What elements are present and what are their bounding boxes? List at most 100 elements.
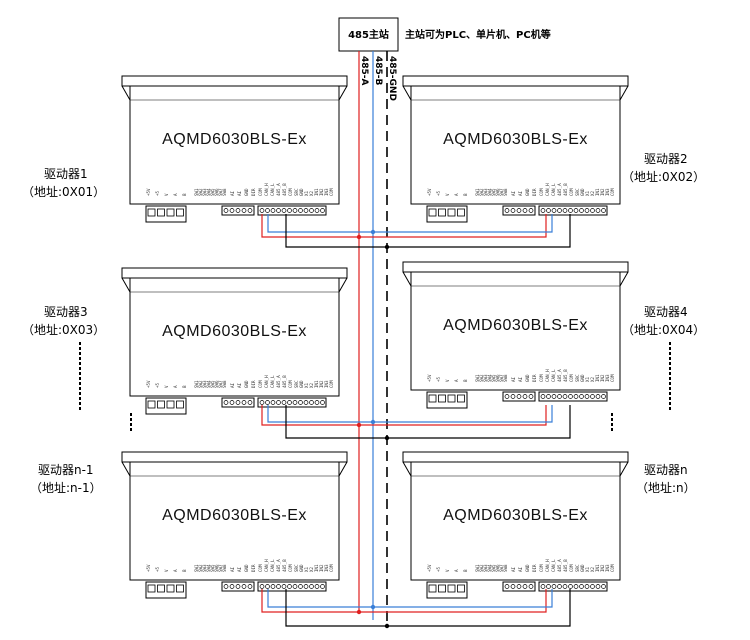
pin-label: SW3 xyxy=(202,564,207,572)
ellipsis-dot xyxy=(79,402,81,405)
ellipsis-dot xyxy=(79,347,81,350)
ellipsis-dot xyxy=(669,357,671,360)
ellipsis-dot xyxy=(130,418,132,421)
ellipsis-dot xyxy=(79,407,81,410)
pin-label: B xyxy=(463,569,468,572)
pin-label: 485_A xyxy=(557,369,562,382)
pin-label: SW7 xyxy=(499,564,504,572)
pin-label: SW6 xyxy=(214,188,219,196)
ellipsis-dot xyxy=(79,372,81,375)
pin-label: SW1 xyxy=(194,188,199,196)
pin-label: DIR xyxy=(251,188,256,196)
pin-label: X2 xyxy=(309,566,314,572)
pin-label: DIR xyxy=(251,564,256,572)
pin-label: SW3 xyxy=(483,564,488,572)
pin-label: 485_B xyxy=(282,559,287,572)
pin-label: A xyxy=(173,385,178,388)
pin-label: CAN_L xyxy=(270,375,275,388)
pin-label: +5V xyxy=(146,380,151,388)
power-connector xyxy=(426,581,468,599)
pin-label: V xyxy=(445,193,450,196)
ellipsis-dot xyxy=(669,372,671,375)
pin-label: GND xyxy=(580,188,585,196)
pin-label: IN1 xyxy=(314,188,319,196)
ellipsis-dot xyxy=(79,377,81,380)
pin-label: COM xyxy=(258,564,263,572)
pin-label: SRC xyxy=(294,380,299,388)
pin-label: DIR xyxy=(251,380,256,388)
pin-label: SW5 xyxy=(210,380,215,388)
comm-connector xyxy=(257,205,327,216)
pin-label: AI xyxy=(511,190,516,196)
driver-3-addr: （地址:0X03） xyxy=(22,323,105,337)
pin-label: SW7 xyxy=(499,188,504,196)
pin-label: SW7 xyxy=(218,380,223,388)
signal-connector xyxy=(502,581,536,592)
ellipsis-dot xyxy=(611,423,613,426)
pin-label: IN2 xyxy=(600,564,605,572)
pin-label: A xyxy=(454,193,459,196)
pin-label: COM xyxy=(329,188,334,196)
pin-label: 485_B xyxy=(563,369,568,382)
driver-top-plate xyxy=(402,451,629,463)
pin-label: GND xyxy=(299,188,304,196)
ellipsis-dot xyxy=(669,347,671,350)
pin-label: CAN_L xyxy=(551,559,556,572)
ellipsis-dot xyxy=(669,382,671,385)
pin-label: +5 xyxy=(155,566,160,572)
pin-label: X1 xyxy=(304,566,309,572)
pin-label: COM xyxy=(258,188,263,196)
comm-connector xyxy=(538,391,608,402)
pin-label: DIR xyxy=(532,564,537,572)
pin-label: GND xyxy=(580,564,585,572)
pin-label: V xyxy=(445,569,450,572)
pin-label: SW8 xyxy=(503,188,508,196)
driver-n-name: 驱动器n xyxy=(644,463,688,477)
ellipsis-dot xyxy=(79,367,81,370)
ellipsis-dot xyxy=(669,402,671,405)
pin-label: DIR xyxy=(532,188,537,196)
ellipsis-dot xyxy=(79,392,81,395)
pin-label: SW2 xyxy=(479,564,484,572)
pin-label: SW8 xyxy=(222,188,227,196)
pin-label: GND xyxy=(244,380,249,388)
pin-label: SW4 xyxy=(206,188,211,196)
driver-2-name: 驱动器2 xyxy=(644,152,688,166)
pin-label: COM xyxy=(288,380,293,388)
pin-label: COM xyxy=(329,380,334,388)
pin-label: SW6 xyxy=(214,380,219,388)
pin-label: SW8 xyxy=(503,564,508,572)
pin-label: +5V xyxy=(427,564,432,572)
comm-connector xyxy=(257,397,327,408)
driver-1-addr: （地址:0X01） xyxy=(22,185,105,199)
pin-label: IN3 xyxy=(605,374,610,382)
pin-label: SW6 xyxy=(495,374,500,382)
pin-label: CAN_H xyxy=(545,369,550,382)
pin-label: SW6 xyxy=(214,564,219,572)
pin-label: X1 xyxy=(585,190,590,196)
pin-label: SW2 xyxy=(198,380,203,388)
pin-label: SW1 xyxy=(194,380,199,388)
power-connector xyxy=(426,205,468,223)
driver-model: AQMD6030BLS-Ex xyxy=(443,317,588,334)
driver-model: AQMD6030BLS-Ex xyxy=(162,323,307,340)
pin-label: AI xyxy=(237,566,242,572)
ellipsis-dot xyxy=(669,367,671,370)
pin-label: X1 xyxy=(304,190,309,196)
continuation-dots xyxy=(79,342,671,431)
ellipsis-dot xyxy=(611,413,613,416)
pin-label: COM xyxy=(329,564,334,572)
pin-label: GND xyxy=(244,564,249,572)
signal-connector xyxy=(221,397,255,408)
signal-connector xyxy=(221,205,255,216)
pin-label: IN2 xyxy=(319,564,324,572)
pin-label: GND xyxy=(580,374,585,382)
pin-label: AI xyxy=(511,566,516,572)
pin-label: V xyxy=(164,385,169,388)
driver-top-plate xyxy=(402,75,629,87)
pin-label: SRC xyxy=(294,564,299,572)
